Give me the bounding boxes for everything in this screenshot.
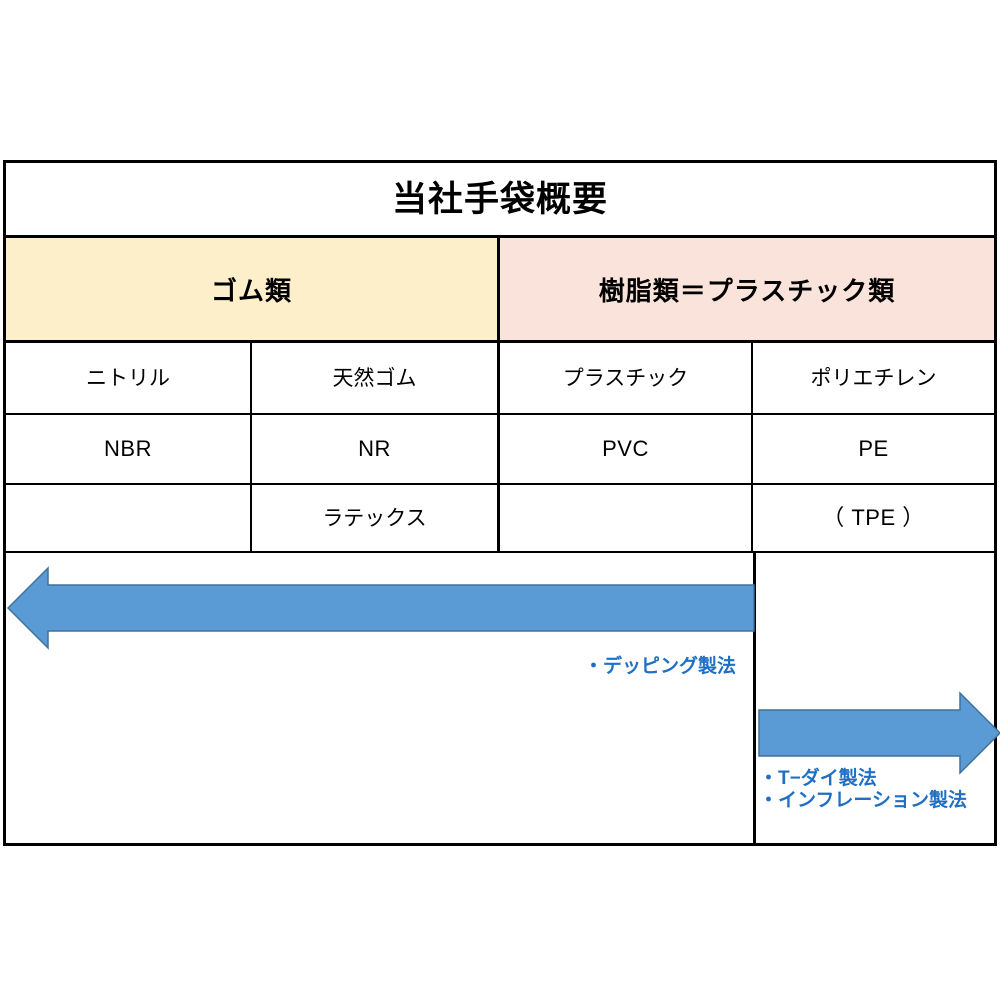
cell-text: PVC bbox=[602, 436, 649, 461]
dipping-arrow-icon bbox=[6, 566, 755, 650]
table-cell: ニトリル bbox=[6, 343, 252, 413]
table-title-row: 当社手袋概要 bbox=[6, 163, 994, 238]
category-label-rubber: ゴム類 bbox=[210, 275, 292, 306]
extrusion-arrow-label-tdie: ・T−ダイ製法 bbox=[759, 768, 877, 789]
cell-text: ラテックス bbox=[322, 506, 427, 530]
table-row: ニトリル 天然ゴム プラスチック ポリエチレン bbox=[6, 343, 994, 415]
cell-text: PE bbox=[858, 436, 889, 461]
process-arrow-area: ・デッピング製法 ・T−ダイ製法 ・インフレーション製法 bbox=[6, 553, 1000, 843]
table-cell bbox=[500, 485, 753, 551]
table-cell: PVC bbox=[500, 415, 753, 483]
table-cell: 天然ゴム bbox=[252, 343, 500, 413]
cell-text: NR bbox=[358, 436, 391, 461]
category-cell-resin: 樹脂類＝プラスチック類 bbox=[500, 238, 994, 340]
table-cell: （ TPE ） bbox=[753, 485, 994, 551]
table-row: ラテックス （ TPE ） bbox=[6, 485, 994, 553]
extrusion-arrow-label-inflation: ・インフレーション製法 bbox=[759, 790, 968, 812]
table-cell: NR bbox=[252, 415, 500, 483]
category-label-resin: 樹脂類＝プラスチック類 bbox=[598, 275, 896, 306]
cell-text: ニトリル bbox=[86, 366, 170, 390]
category-row: ゴム類 樹脂類＝プラスチック類 bbox=[6, 238, 994, 343]
table-cell: プラスチック bbox=[500, 343, 753, 413]
overview-table: 当社手袋概要 ゴム類 樹脂類＝プラスチック類 ニトリル 天然ゴム プラスチック … bbox=[3, 160, 1000, 846]
extrusion-arrow-labels: ・T−ダイ製法 ・インフレーション製法 bbox=[759, 768, 967, 813]
dipping-arrow-label: ・デッピング製法 bbox=[584, 656, 737, 677]
arrow-area-divider bbox=[753, 553, 756, 843]
cell-text: NBR bbox=[104, 436, 152, 461]
table-cell: ラテックス bbox=[252, 485, 500, 551]
table-cell: NBR bbox=[6, 415, 252, 483]
cell-text: （ TPE ） bbox=[822, 505, 925, 530]
cell-text: 天然ゴム bbox=[332, 366, 417, 390]
table-row: NBR NR PVC PE bbox=[6, 415, 994, 485]
cell-text: ポリエチレン bbox=[810, 366, 937, 390]
page-title: 当社手袋概要 bbox=[391, 179, 608, 219]
table-cell: ポリエチレン bbox=[753, 343, 994, 413]
cell-text: プラスチック bbox=[562, 366, 689, 390]
extrusion-arrow-icon bbox=[758, 691, 1000, 775]
category-cell-rubber: ゴム類 bbox=[6, 238, 500, 340]
table-cell bbox=[6, 485, 252, 551]
table-cell: PE bbox=[753, 415, 994, 483]
